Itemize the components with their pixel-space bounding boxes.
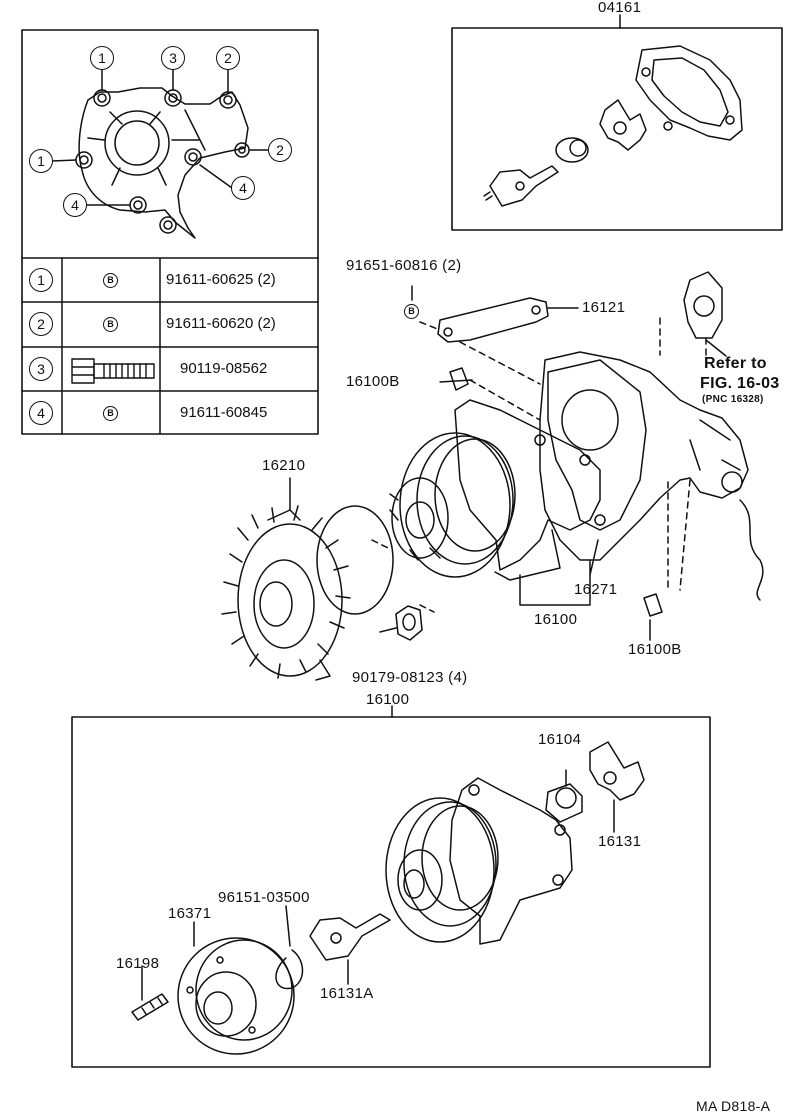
label-seal: 16104 — [538, 731, 582, 748]
table-row-3-part: 90119-08562 — [180, 360, 268, 377]
inset-frame — [21, 29, 319, 435]
breakdown-pump-body — [449, 777, 573, 945]
breakdown-impeller — [589, 741, 645, 801]
kit-gasket — [635, 45, 743, 141]
inset-callout-2-right: 2 — [268, 138, 292, 162]
label-gasket: 16271 — [574, 581, 618, 598]
label-pump-assy: 16100 — [534, 611, 578, 628]
label-bolt-top: 91651-60816 (2) — [346, 257, 462, 274]
engine-block — [539, 351, 764, 601]
table-row-2-part: 91611-60620 (2) — [166, 315, 276, 332]
label-kit: 04161 — [598, 0, 642, 16]
bolt-top-mark: B — [404, 304, 419, 319]
table-row-2-mark: B — [103, 317, 118, 332]
ref-note-line3: (PNC 16328) — [702, 394, 764, 405]
label-shaft: 16131A — [320, 985, 374, 1002]
nut-drawing — [395, 605, 423, 641]
table-row-3-num: 3 — [29, 357, 53, 381]
label-impeller: 16131 — [598, 833, 642, 850]
table-row-1-part: 91611-60625 (2) — [166, 271, 276, 288]
inset-callout-1-left: 1 — [29, 149, 53, 173]
ref-note-line1: Refer to — [704, 355, 767, 372]
inset-callout-2-top: 2 — [216, 46, 240, 70]
kit-impeller — [599, 99, 647, 151]
label-nut: 90179-08123 (4) — [352, 669, 468, 686]
breakdown-pulley — [177, 937, 295, 1055]
pump-body — [454, 399, 606, 581]
bushing-lower-drawing — [643, 593, 663, 617]
breakdown-seal — [545, 783, 583, 823]
bushing-upper-drawing — [449, 367, 469, 391]
inset-callout-1-top: 1 — [90, 46, 114, 70]
inset-callout-4-right: 4 — [231, 176, 255, 200]
kit-shaft — [483, 165, 559, 207]
label-bushing-lower: 16100B — [628, 641, 682, 658]
table-row-4-mark: B — [103, 406, 118, 421]
inset-pump-outline — [75, 87, 250, 239]
pump-gasket — [547, 359, 647, 531]
label-bushing-upper: 16100B — [346, 373, 400, 390]
label-pump-assy-box: 16100 — [366, 691, 410, 708]
kit-seal — [555, 137, 589, 163]
label-stud: 16198 — [116, 955, 160, 972]
label-pulley: 16371 — [168, 905, 212, 922]
inset-callout-3: 3 — [161, 46, 185, 70]
fan-clutch — [221, 505, 394, 681]
breakdown-stud — [131, 993, 169, 1021]
ref-note-line2: FIG. 16-03 — [700, 375, 780, 392]
breakdown-pump-pulley — [385, 797, 499, 943]
label-snap-ring: 96151-03500 — [218, 889, 310, 906]
bolt-drawing — [71, 358, 155, 384]
figure-code: MA D818-A — [696, 1098, 771, 1114]
table-row-1-num: 1 — [29, 268, 53, 292]
pump-pulley — [389, 432, 516, 578]
table-row-4-part: 91611-60845 — [180, 404, 268, 421]
kit-frame — [451, 27, 783, 231]
bracket — [437, 297, 549, 343]
inset-callout-4-left: 4 — [63, 193, 87, 217]
label-fan-clutch: 16210 — [262, 457, 306, 474]
table-row-2-num: 2 — [29, 312, 53, 336]
breakdown-shaft — [309, 913, 391, 961]
breakdown-frame — [71, 716, 711, 1068]
label-bracket: 16121 — [582, 299, 626, 316]
table-row-4-num: 4 — [29, 401, 53, 425]
ref-gasket — [683, 271, 723, 339]
table-row-1-mark: B — [103, 273, 118, 288]
